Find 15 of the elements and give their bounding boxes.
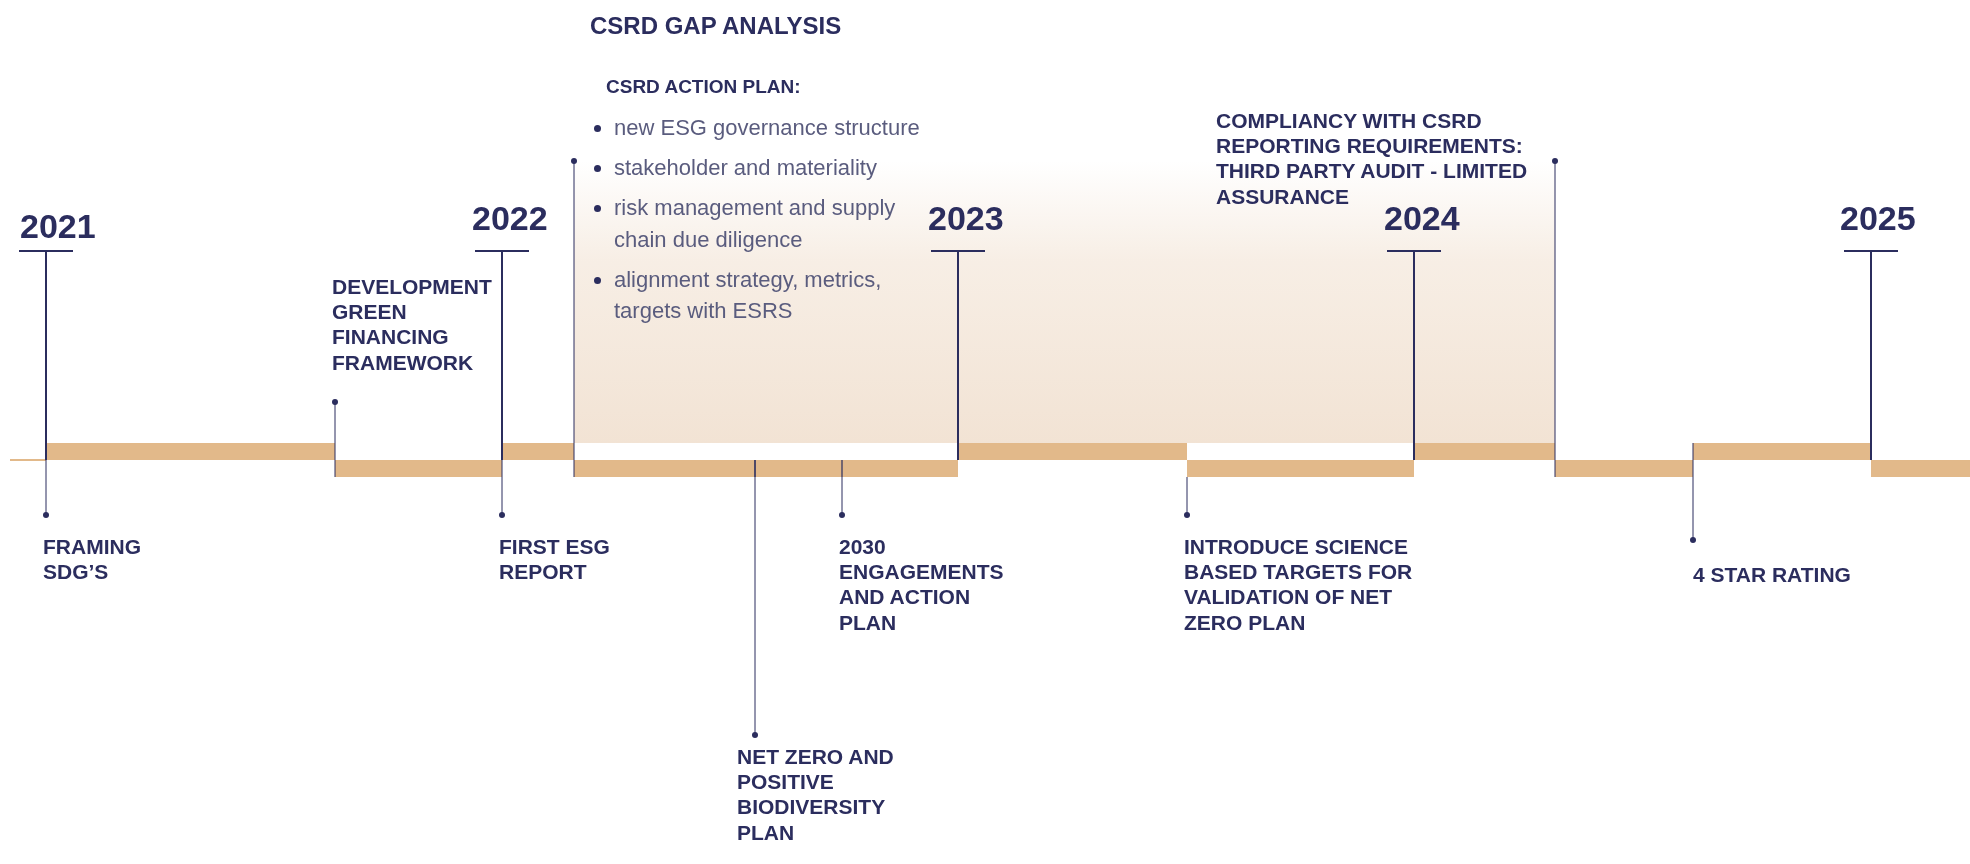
event-label: FRAMING SDG’S (43, 534, 142, 585)
year-label: 2025 (1840, 200, 1916, 238)
bullet-item: new ESG governance structure (590, 112, 935, 144)
year-label: 2022 (472, 200, 548, 238)
bullet-item: stakeholder and materiality (590, 151, 935, 184)
event-label: DEVELOPMENT GREEN FINANCING FRAMEWORK (332, 274, 493, 375)
event-label: NET ZERO AND POSITIVE BIODIVERSITY PLAN (737, 744, 895, 845)
bullet-item: alignment strategy, metrics, targets with ESRS (590, 263, 935, 328)
event-label: 4 STAR RATING (1693, 562, 1851, 588)
section-heading: CSRD GAP ANALYSIS (590, 12, 842, 41)
event-label: INTRODUCE SCIENCE BASED TARGETS FOR VALIDATION OF NET ZERO PLAN (1184, 534, 1414, 635)
subheading: CSRD ACTION PLAN: (606, 76, 801, 99)
event-label: 2030 ENGAGEMENTS AND ACTION PLAN (839, 534, 1005, 635)
year-label: 2021 (20, 208, 96, 246)
event-label: FIRST ESG REPORT (499, 534, 611, 585)
